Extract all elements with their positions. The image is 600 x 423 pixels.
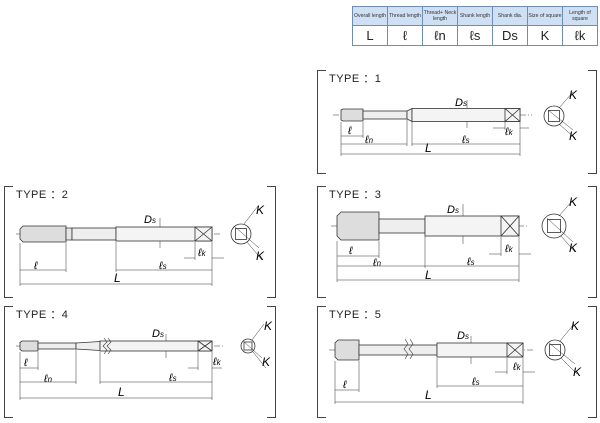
legend-symbol-cell: ℓs: [457, 25, 493, 46]
legend-header-cell: Size of square: [527, 6, 563, 26]
panel-bracket-right: [588, 70, 597, 174]
dim-l-label: ℓ: [342, 379, 347, 391]
dim-ds-label: Ds: [457, 330, 469, 342]
panel-bracket-left: [4, 186, 13, 298]
panel-title: TYPE ：1: [329, 73, 382, 85]
dim-l-label: ℓ: [23, 357, 28, 369]
dim-L-label: L: [425, 388, 432, 402]
panel-type-4: TYPE ：4: [4, 306, 276, 418]
legend-header-cell: Overall length: [352, 6, 388, 26]
dim-k-label: K: [569, 241, 578, 255]
dim-ln-label: ℓn: [364, 134, 374, 146]
dim-L-label: L: [425, 141, 432, 155]
type-3-tool-drawing: Ds ℓ ℓn ℓs ℓk L K K: [331, 195, 578, 282]
dim-l-label: ℓ: [347, 125, 352, 137]
dim-k-label: K: [569, 129, 578, 143]
panel-bracket-left: [317, 186, 326, 298]
dim-k-label: K: [569, 195, 578, 209]
dim-lk-label: ℓk: [504, 243, 514, 255]
panel-type-3: TYPE ：3: [317, 186, 597, 298]
legend-header-cell: Thread length: [387, 6, 423, 26]
dim-L-label: L: [425, 268, 432, 282]
dim-k-label: K: [256, 203, 265, 217]
dim-k-label: K: [571, 319, 580, 333]
dim-lk-label: ℓk: [212, 356, 222, 368]
dim-lk-label: ℓk: [504, 126, 514, 138]
type-1-tool-drawing: Ds ℓ ℓn ℓs ℓk L K K: [333, 88, 578, 156]
type-2-tool-drawing: Ds ℓ ℓs ℓk L K K: [16, 203, 265, 286]
dim-l-label: ℓ: [33, 260, 38, 272]
dim-ls-label: ℓs: [466, 256, 475, 268]
legend-symbol-row: L ℓ ℓn ℓs Ds K ℓk: [352, 25, 598, 46]
dim-ds-label: Ds: [152, 328, 164, 340]
legend-symbol-cell: K: [527, 25, 563, 46]
dim-ls-label: ℓs: [461, 134, 470, 146]
legend-header-cell: Shank length: [457, 6, 493, 26]
legend-symbol-cell: ℓn: [422, 25, 458, 46]
dim-ln-label: ℓn: [372, 257, 382, 269]
panel-type-2: TYPE ：2: [4, 186, 276, 298]
legend-symbol-cell: Ds: [492, 25, 528, 46]
dim-ds-label: Ds: [144, 214, 156, 226]
dim-ls-label: ℓs: [471, 376, 480, 388]
panel-type-5: TYPE ：5: [317, 306, 597, 418]
panel-bracket-right: [267, 306, 276, 418]
legend-header-cell: Length of square: [562, 6, 598, 26]
type-5-tool-drawing: Ds ℓ ℓs ℓk L K K: [329, 319, 582, 404]
panel-title: TYPE ：5: [329, 309, 382, 321]
dim-ls-label: ℓs: [158, 260, 167, 272]
panel-title: TYPE ：4: [16, 309, 69, 321]
dim-ls-label: ℓs: [168, 372, 177, 384]
dim-k-label: K: [569, 88, 578, 102]
dim-k-label: K: [262, 355, 271, 369]
dim-lk-label: ℓk: [197, 247, 207, 259]
dim-k-label: K: [256, 249, 265, 263]
dim-ds-label: Ds: [447, 204, 459, 216]
panel-bracket-left: [4, 306, 13, 418]
legend-symbol-cell: ℓ: [387, 25, 423, 46]
dim-ln-label: ℓn: [43, 373, 53, 385]
legend-header-cell: Thread+ Neck length: [422, 6, 458, 26]
panel-bracket-left: [317, 306, 326, 418]
panel-type-1: TYPE ：1: [317, 70, 597, 174]
legend-header-cell: Shank dia.: [492, 6, 528, 26]
panel-bracket-right: [588, 306, 597, 418]
dim-k-label: K: [264, 319, 273, 333]
dimension-legend-table: Overall length Thread length Thread+ Nec…: [352, 6, 598, 46]
legend-symbol-cell: L: [352, 25, 388, 46]
dim-L-label: L: [118, 385, 125, 399]
dim-lk-label: ℓk: [512, 361, 522, 373]
legend-symbol-cell: ℓk: [562, 25, 598, 46]
dim-l-label: ℓ: [348, 245, 353, 257]
panel-bracket-right: [588, 186, 597, 298]
panel-title: TYPE ：2: [16, 189, 69, 201]
panel-title: TYPE ：3: [329, 189, 382, 201]
dim-L-label: L: [114, 271, 121, 285]
panel-bracket-right: [267, 186, 276, 298]
legend-header-row: Overall length Thread length Thread+ Nec…: [352, 6, 598, 26]
dim-ds-label: Ds: [455, 97, 467, 109]
dim-k-label: K: [573, 365, 582, 379]
panel-bracket-left: [317, 70, 326, 174]
type-4-tool-drawing: Ds ℓ ℓn ℓs ℓk L K K: [16, 319, 273, 400]
